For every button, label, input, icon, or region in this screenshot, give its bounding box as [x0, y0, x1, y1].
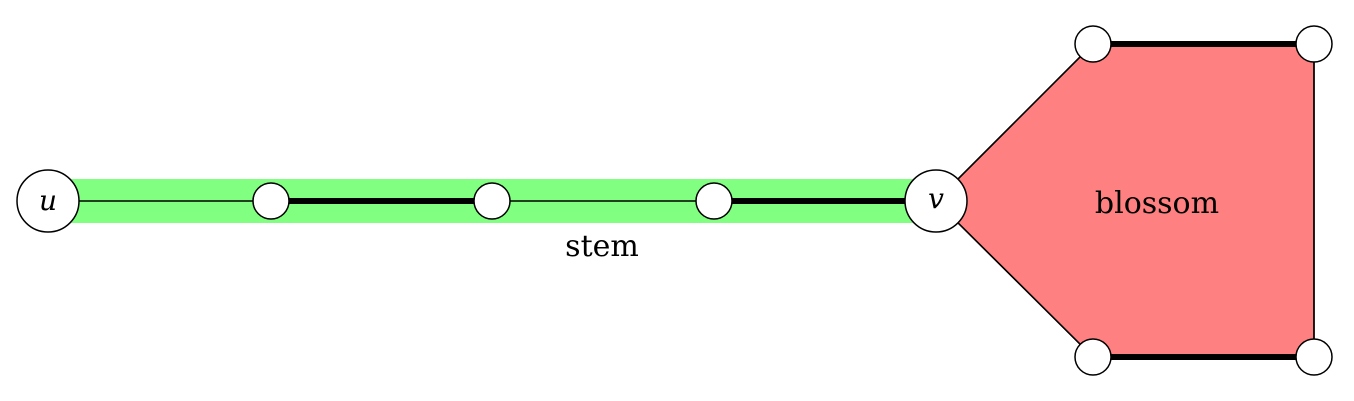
stem-node-2: [473, 182, 511, 220]
stem-label: stem: [565, 229, 639, 264]
blossom-node-bottom-left: [1074, 338, 1112, 376]
blossom-label: blossom: [1095, 186, 1219, 221]
node-u-label: u: [39, 184, 57, 217]
node-v: v: [904, 169, 968, 233]
unmatched-edge-b4-v: [935, 200, 1094, 358]
edges-group: [48, 41, 1315, 360]
blossom-node-top-left: [1074, 25, 1112, 63]
unmatched-edge-v-b1: [935, 43, 1094, 202]
stem-node-1: [252, 182, 290, 220]
node-u: u: [16, 169, 80, 233]
blossom-node-top-right: [1295, 25, 1333, 63]
node-v-label: v: [928, 182, 944, 215]
blossom-node-bottom-right: [1295, 338, 1333, 376]
stem-node-3: [695, 182, 733, 220]
